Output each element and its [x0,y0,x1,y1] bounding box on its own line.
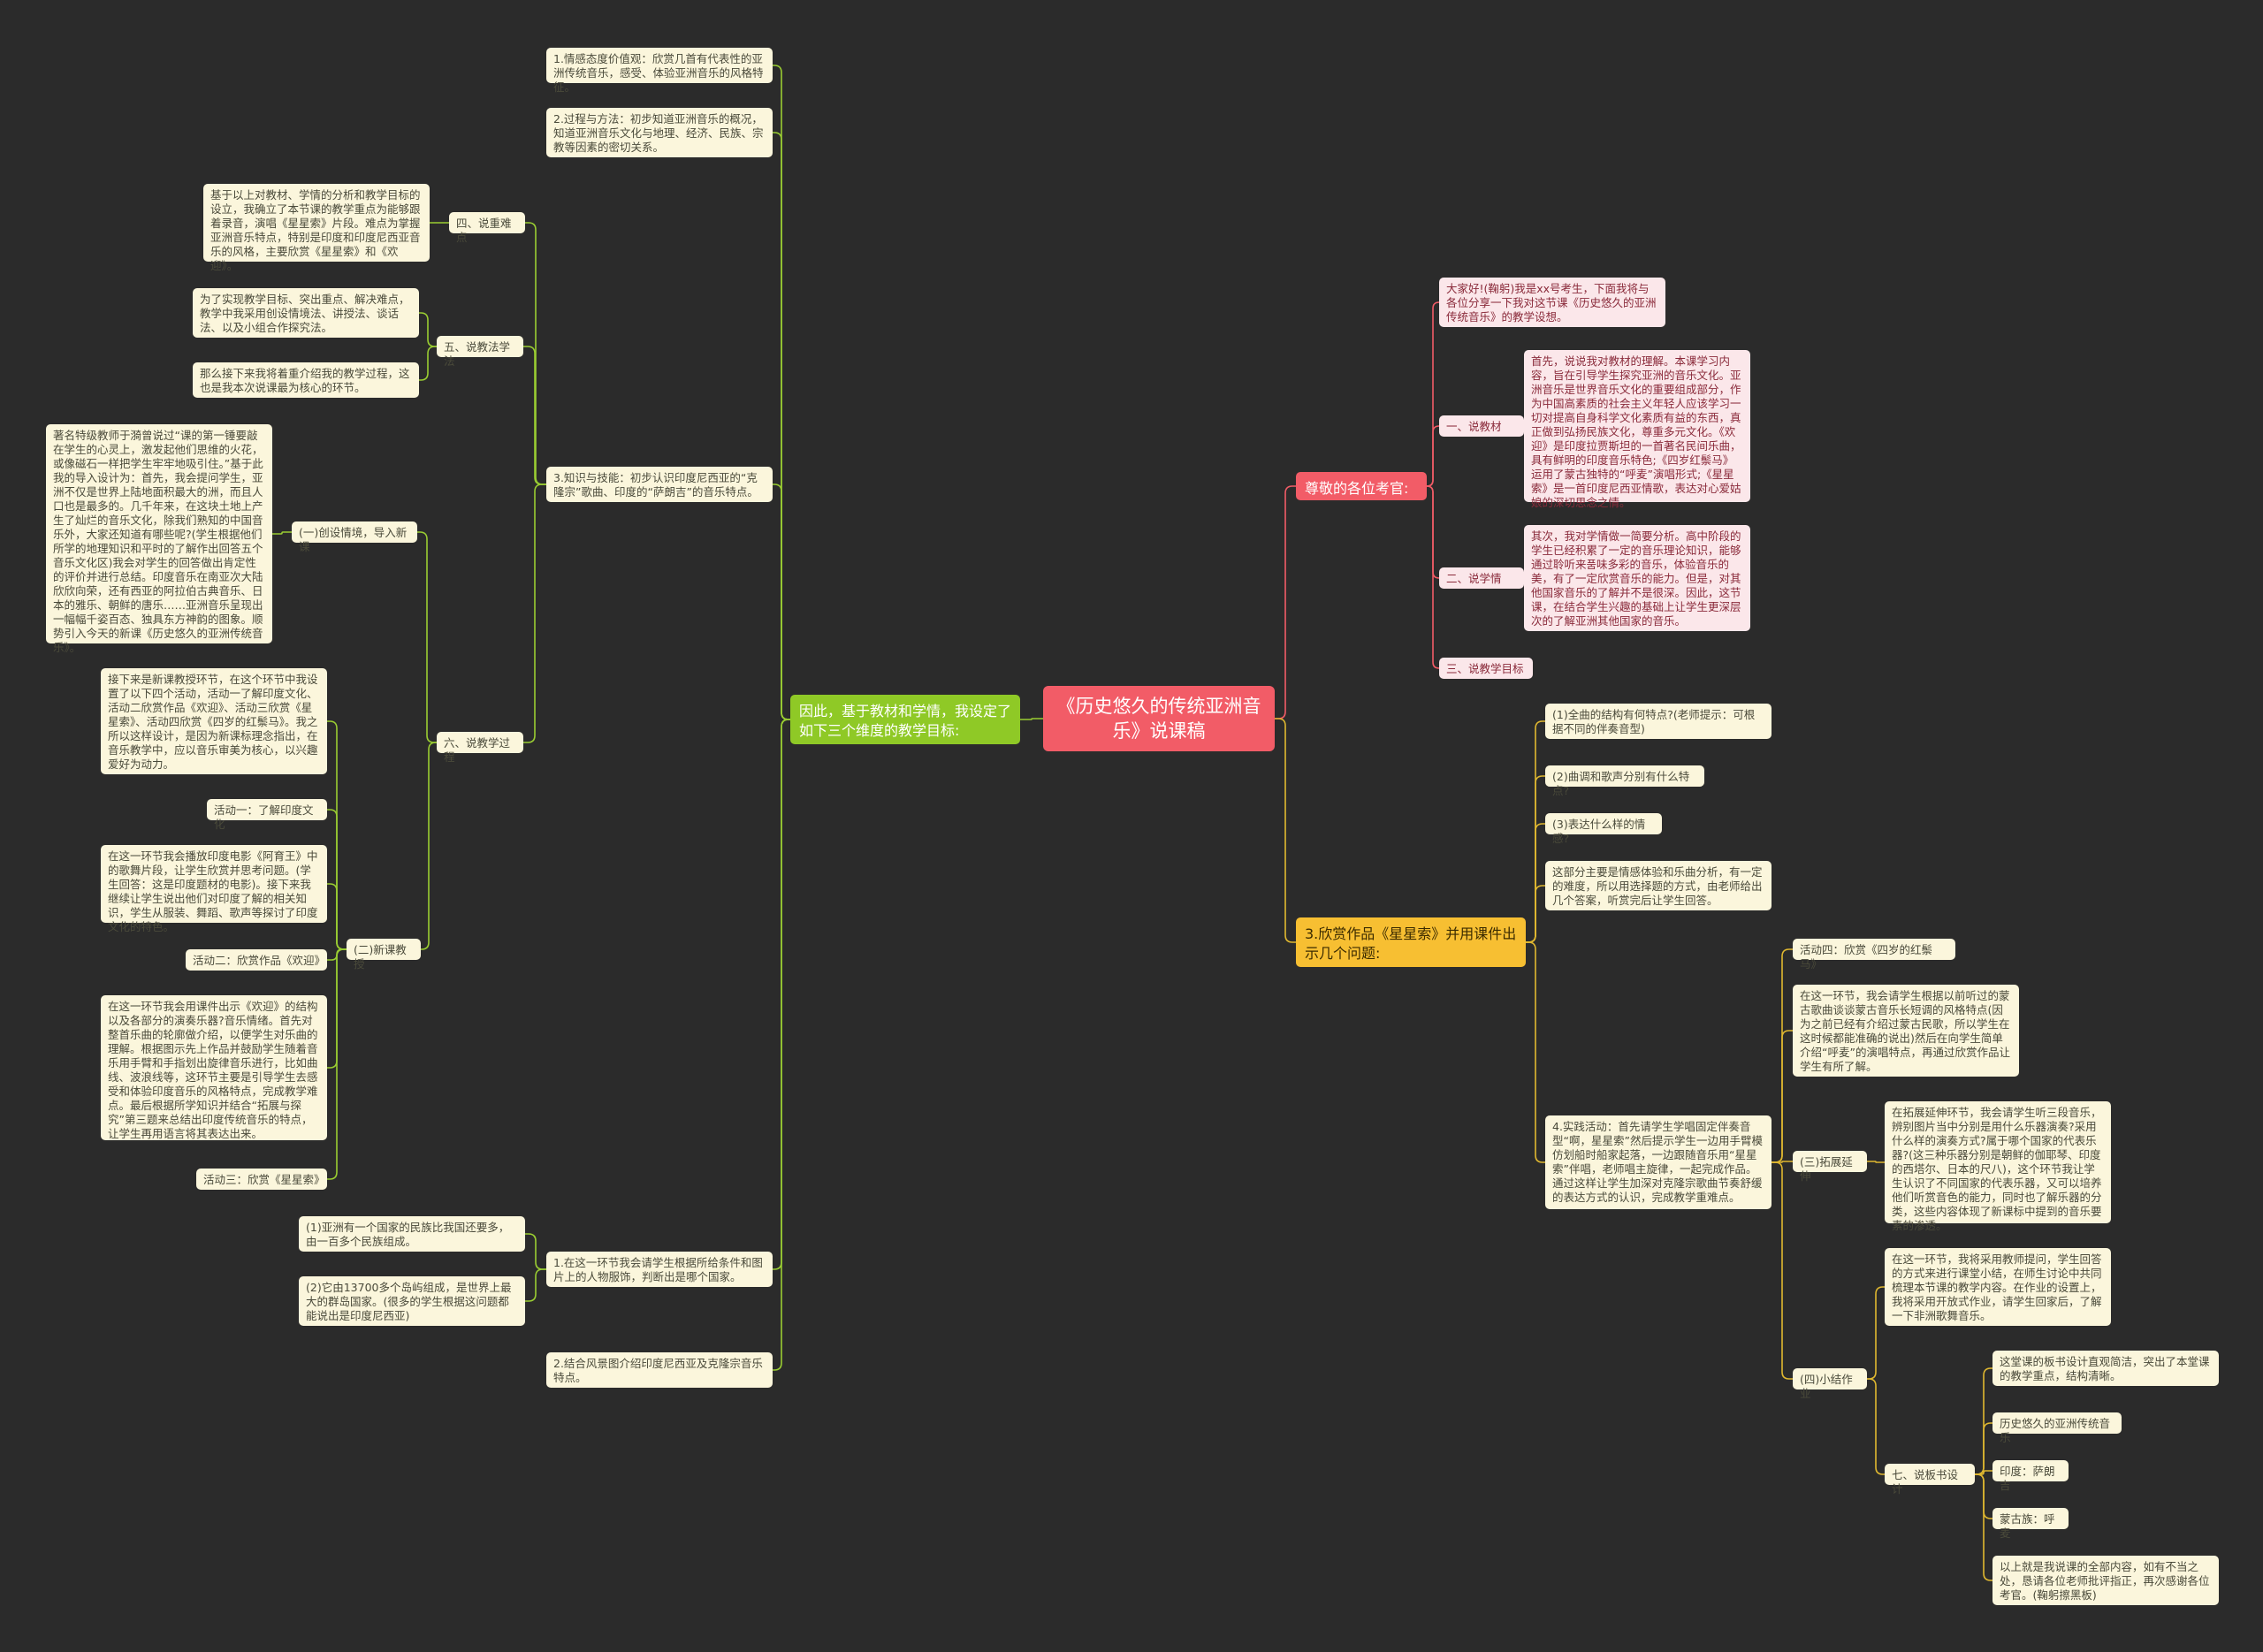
connector-section6-label-new-lesson-label [421,742,437,950]
board-item-1[interactable]: 这堂课的板书设计直观简洁，突出了本堂课的教学重点，结构清晰。 [1993,1351,2219,1386]
section5-text-2[interactable]: 那么接下来我将着重介绍我的教学过程，这也是我本次说课最为核心的环节。 [193,362,419,398]
connector-new-lesson-label-activity1-label [327,809,347,950]
board-item-2[interactable]: 历史悠久的亚洲传统音乐 [1993,1412,2122,1444]
connector-branch-greeting-greeting-intro [1426,301,1440,487]
connector-branch-objectives-step2-text [773,719,790,1371]
activity4-label[interactable]: 活动四：欣赏《四岁的红鬃马》 [1793,939,1955,971]
connector-branch-star-song-question-3 [1526,823,1545,943]
connector-branch-star-song-practice-activity [1526,941,1545,1163]
connector-practice-activity-summary-label [1772,1161,1793,1380]
connector-extension-label-extension-text [1867,1161,1885,1163]
connector-new-lesson-label-activity3-label [327,948,347,1180]
activity4-text[interactable]: 在这一环节，我会请学生根据以前听过的蒙古歌曲谈谈蒙古音乐长短调的风格特点(因为之… [1793,985,2019,1077]
board-item-3[interactable]: 印度：萨朗吉 [1993,1460,2069,1492]
activity3-label[interactable]: 活动三：欣赏《星星索》 [196,1169,327,1190]
summary-label[interactable]: (四)小结作业 [1793,1368,1867,1400]
connector-branch-greeting-section3-label [1426,485,1440,669]
step2-text[interactable]: 2.结合风景图介绍印度尼西亚及克隆宗音乐特点。 [546,1352,773,1388]
branch-objectives[interactable]: 因此，基于教材和学情，我设定了如下三个维度的教学目标: [790,695,1020,744]
step1b-text[interactable]: (2)它由13700多个岛屿组成，是世界上最大的群岛国家。(很多的学生根据这问题… [299,1276,525,1326]
connector-board-design-label-board-item-1 [1975,1367,1993,1475]
activity1-label[interactable]: 活动一：了解印度文化 [207,799,327,831]
connector-branch-star-song-question-note [1526,885,1545,943]
connector-board-design-label-board-item-2 [1975,1422,1993,1475]
goal-1[interactable]: 1.情感态度价值观：欣赏几首有代表性的亚洲传统音乐，感受、体验亚洲音乐的风格特征… [546,48,773,94]
section2-text[interactable]: 其次，我对学情做一简要分析。高中阶段的学生已经积累了一定的音乐理论知识，能够通过… [1524,525,1750,631]
connector-branch-star-song-question-1 [1526,720,1545,943]
connector-branch-greeting-section2-label [1426,485,1440,579]
board-item-5[interactable]: 以上就是我说课的全部内容，如有不当之处，恳请各位老师批评指正，再次感谢各位考官。… [1993,1556,2219,1605]
connector-new-lesson-label-new-lesson-text [327,720,347,950]
connector-practice-activity-extension-label [1772,1161,1793,1163]
connector-branch-greeting-section1-label [1426,425,1440,487]
new-lesson-text[interactable]: 接下来是新课教授环节，在这个环节中我设置了以下四个活动，活动一了解印度文化、活动… [101,668,327,774]
connector-goal-3-section5-label [523,346,546,485]
connector-goal-3-section4-label [525,222,546,485]
connector-step1-text-step1b-text [525,1268,546,1302]
summary-text[interactable]: 在这一环节，我将采用教师提问，学生回答的方式来进行课堂小结，在师生讨论中共同梳理… [1885,1248,2111,1326]
section5-label[interactable]: 五、说教法学法 [437,336,523,368]
branch-greeting[interactable]: 尊敬的各位考官: [1296,472,1427,500]
connector-new-lesson-label-activity1-text [327,883,347,950]
connector-new-lesson-label-activity2-text [327,948,347,1069]
section2-label[interactable]: 二、说学情 [1439,567,1524,589]
section1-text[interactable]: 首先，说说我对教材的理解。本课学习内容，旨在引导学生探究亚洲的音乐文化。亚洲音乐… [1524,350,1750,509]
activity1-text[interactable]: 在这一环节我会播放印度电影《阿育王》中的歌舞片段，让学生欣赏并思考问题。(学生回… [101,845,327,933]
connector-root-node-branch-star-song [1275,718,1296,943]
question-note[interactable]: 这部分主要是情感体验和乐曲分析，有一定的难度，所以用选择题的方式，由老师给出几个… [1545,861,1772,910]
intro-text[interactable]: 著名特级教师于漪曾说过“课的第一锤要敲在学生的心灵上，激发起他们思维的火花，或像… [46,424,272,654]
step1-text[interactable]: 1.在这一环节我会请学生根据所给条件和图片上的人物服饰，判断出是哪个国家。 [546,1252,773,1287]
board-item-4[interactable]: 蒙古族：呼麦 [1993,1508,2069,1540]
connector-board-design-label-board-item-5 [1975,1473,1993,1581]
connector-new-lesson-label-activity2-label [327,948,347,961]
connector-root-node-branch-greeting [1275,485,1296,719]
connector-board-design-label-board-item-3 [1975,1470,1993,1475]
connector-goal-3-section6-label [523,483,546,743]
extension-label[interactable]: (三)拓展延伸 [1793,1151,1867,1183]
connector-step1-text-step1a-text [525,1233,546,1270]
goal-3[interactable]: 3.知识与技能：初步认识印度尼西亚的“克隆宗”歌曲、印度的“萨朗吉”的音乐特点。 [546,467,773,502]
branch-star-song[interactable]: 3.欣赏作品《星星索》并用课件出示几个问题: [1296,917,1526,967]
section4-text[interactable]: 基于以上对教材、学情的分析和教学目标的设立，我确立了本节课的教学重点为能够跟着录… [203,184,430,272]
root-node[interactable]: 《历史悠久的传统亚洲音乐》说课稿 [1043,686,1275,751]
activity2-label[interactable]: 活动二：欣赏作品《欢迎》 [186,949,327,971]
connector-practice-activity-activity4-text [1772,1030,1793,1163]
connector-branch-objectives-goal-2 [773,132,790,720]
intro-label[interactable]: (一)创设情境，导入新课 [292,521,417,553]
question-1[interactable]: (1)全曲的结构有何特点?(老师提示：可根据不同的伴奏音型) [1545,704,1772,739]
section4-label[interactable]: 四、说重难点 [449,212,525,244]
activity2-text[interactable]: 在这一环节我会用课件出示《欢迎》的结构以及各部分的演奏乐器?音乐情绪。首先对整首… [101,995,327,1140]
new-lesson-label[interactable]: (二)新课教授 [347,939,421,971]
section6-label[interactable]: 六、说教学过程 [437,732,523,764]
greeting-intro[interactable]: 大家好!(鞠躬)我是xx号考生，下面我将与各位分享一下我对这节课《历史悠久的亚洲… [1439,278,1665,327]
connector-branch-objectives-goal-3 [773,483,790,720]
connector-practice-activity-activity4-label [1772,948,1793,1163]
connector-summary-label-board-design-label [1867,1378,1885,1475]
section5-text-1[interactable]: 为了实现教学目标、突出重点、解决难点，教学中我采用创设情境法、讲授法、谈话法、以… [193,288,419,338]
connector-board-design-label-board-item-4 [1975,1473,1993,1519]
section3-label[interactable]: 三、说教学目标 [1439,658,1533,679]
step1a-text[interactable]: (1)亚洲有一个国家的民族比我国还要多，由一百多个民族组成。 [299,1216,525,1252]
question-2[interactable]: (2)曲调和歌声分别有什么特点? [1545,765,1704,797]
connector-section5-label-section5-text-2 [419,346,437,381]
connector-section6-label-intro-label [417,531,437,743]
connector-summary-label-summary-text [1867,1286,1885,1380]
section1-label[interactable]: 一、说教材 [1439,415,1524,437]
connector-branch-objectives-goal-1 [773,65,790,720]
connector-section5-label-section5-text-1 [419,312,437,347]
connector-branch-star-song-question-2 [1526,775,1545,943]
question-3[interactable]: (3)表达什么样的情感? [1545,813,1662,845]
connector-branch-objectives-step1-text [773,719,790,1270]
extension-text[interactable]: 在拓展延伸环节，我会请学生听三段音乐，辨别图片当中分别是用什么乐器演奏?采用什么… [1885,1101,2111,1232]
connector-intro-label-intro-text [272,531,292,535]
practice-activity[interactable]: 4.实践活动：首先请学生学唱固定伴奏音型“啊，星星索”然后提示学生一边用手臂模仿… [1545,1115,1772,1209]
goal-2[interactable]: 2.过程与方法：初步知道亚洲音乐的概况，知道亚洲音乐文化与地理、经济、民族、宗教… [546,108,773,157]
board-design-label[interactable]: 七、说板书设计 [1885,1464,1975,1496]
